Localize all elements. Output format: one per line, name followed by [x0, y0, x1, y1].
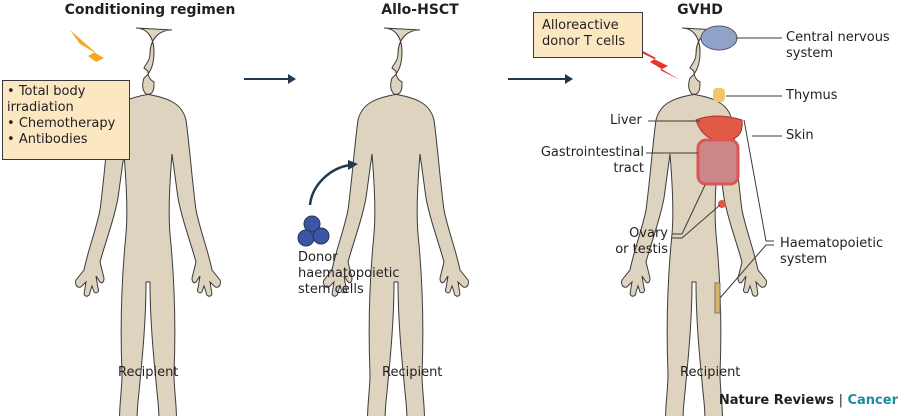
stem-cell-icon [297, 229, 315, 247]
arrow-head-icon [565, 74, 573, 84]
caption-recipient-1: Recipient [118, 365, 179, 380]
label-haematopoietic: Haematopoietic system [780, 236, 884, 267]
panel-title-allo-hsct: Allo-HSCT [381, 2, 459, 18]
label-gi-tract: Gastrointestinal tract [540, 145, 644, 176]
liver-icon [695, 115, 743, 142]
panel-title-conditioning: Conditioning regimen [64, 2, 236, 18]
arrow-head-icon [348, 160, 358, 170]
conditioning-regimen-box: • Total body irradiation • Chemotherapy … [2, 80, 130, 160]
recipient-body-2 [322, 27, 470, 416]
arrow-head-icon [288, 74, 296, 84]
label-ovary: Ovary or testis [615, 226, 668, 257]
stem-cell-icon [312, 227, 330, 245]
label-cns: Central nervous system [786, 30, 890, 61]
leader-lines [646, 37, 782, 299]
thymus-icon [713, 88, 725, 102]
bullet-item: • Total body irradiation [7, 84, 86, 115]
recipient-body-3 [620, 27, 768, 416]
caption-recipient-2: Recipient [382, 365, 443, 380]
label-skin: Skin [786, 128, 814, 143]
bullet-item: • Antibodies [7, 132, 88, 147]
intestine-icon [696, 138, 740, 186]
alloreactive-t-cells-box: Alloreactive donor T cells [533, 12, 643, 58]
transplant-arrow [308, 163, 351, 206]
label-liver: Liver [610, 113, 642, 128]
caption-recipient-3: Recipient [680, 365, 741, 380]
brain-icon [700, 25, 738, 51]
bone-marrow-icon [714, 282, 721, 314]
bullet-item: • Chemotherapy [7, 116, 116, 131]
lightning-bolt-icon [70, 30, 112, 74]
gonad-icon [718, 200, 726, 208]
journal-brand: Nature Reviews | Cancer [718, 393, 898, 408]
label-thymus: Thymus [786, 88, 838, 103]
panel-title-gvhd: GVHD [677, 2, 723, 18]
donor-cells-label: Donor haematopoietic stem cells [298, 250, 400, 297]
